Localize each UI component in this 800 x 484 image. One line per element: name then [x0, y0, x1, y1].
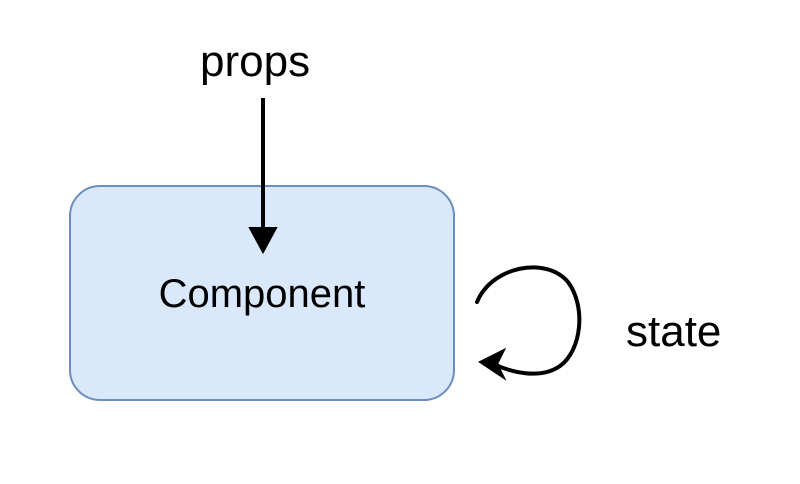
- state-loop-curve: [475, 265, 582, 376]
- component-label: Component: [158, 272, 366, 316]
- props-arrow: [248, 98, 278, 255]
- props-arrow-head: [248, 227, 278, 255]
- state-label: state: [626, 307, 722, 356]
- state-loop-arrow: [475, 265, 582, 381]
- props-label: props: [200, 37, 311, 86]
- state-loop-arrow-head: [478, 347, 507, 381]
